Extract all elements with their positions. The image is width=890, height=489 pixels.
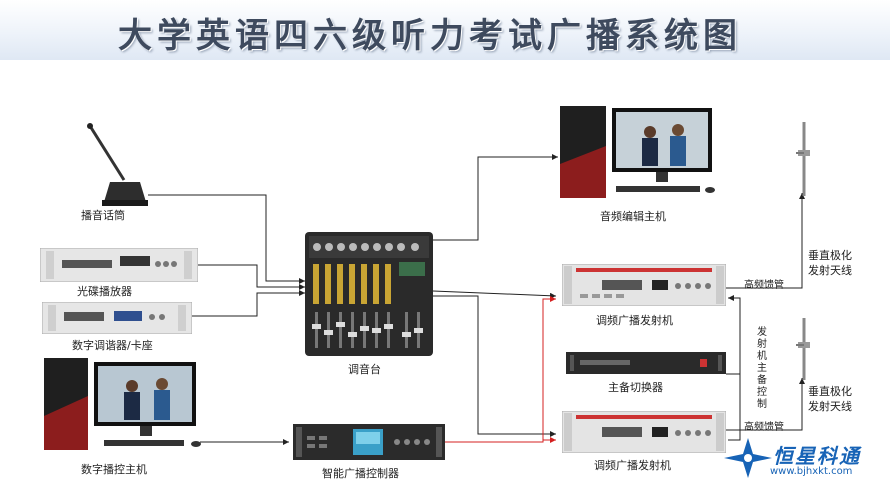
tuner-icon xyxy=(42,302,192,334)
label-fm-transmitter-bottom: 调频广播发射机 xyxy=(594,459,671,472)
wire-mic-mixer xyxy=(148,194,305,284)
label-antenna-top: 垂直极化 发射天线 xyxy=(808,249,852,277)
wire-mixer-editor xyxy=(433,154,558,241)
wire-cd-mixer xyxy=(198,264,305,290)
title-banner xyxy=(0,0,890,60)
mixer-icon xyxy=(305,232,433,356)
wire-feeder-bottom xyxy=(726,378,805,431)
antenna-top-icon xyxy=(796,122,810,196)
label-audio-editing-host: 音频编辑主机 xyxy=(600,210,666,223)
smart-controller-icon xyxy=(293,424,445,460)
wire-controller-red xyxy=(445,296,556,443)
fm-transmitter-top-icon xyxy=(562,264,726,306)
wire-switch-tx-top xyxy=(726,295,741,375)
wire-mixer-tx-bottom xyxy=(433,295,556,437)
wire-mixer-tx-top xyxy=(432,290,557,299)
label-microphone: 播音话筒 xyxy=(81,209,125,222)
antenna-bottom-icon xyxy=(796,318,810,380)
label-antenna-bottom: 垂直极化 发射天线 xyxy=(808,385,852,413)
label-cd-player: 光碟播放器 xyxy=(77,285,132,298)
control-host-computer-icon xyxy=(44,358,201,450)
star-logo-icon xyxy=(724,438,772,478)
label-fm-transmitter-top: 调频广播发射机 xyxy=(596,314,673,327)
page-title: 大学英语四六级听力考试广播系统图 xyxy=(118,16,742,56)
label-switcher: 主备切换器 xyxy=(608,381,663,394)
label-smart-controller: 智能广播控制器 xyxy=(322,467,399,480)
label-tuner: 数字调谐器/卡座 xyxy=(72,339,153,352)
logo-text: 恒星科通 xyxy=(773,444,861,468)
label-feeder-top: 高频馈管 xyxy=(744,280,784,291)
logo-url: www.bjhxkt.com xyxy=(770,466,853,477)
wire-tuner-mixer xyxy=(192,290,305,317)
cd-player-icon xyxy=(40,248,198,282)
microphone-icon xyxy=(87,123,148,206)
label-tx-control: 发射机主备控制 xyxy=(757,327,767,410)
wire-switch-tx-bottom xyxy=(728,374,741,441)
label-mixer: 调音台 xyxy=(348,363,381,376)
fm-transmitter-bottom-icon xyxy=(562,411,726,453)
wire-feeder-top xyxy=(726,193,805,289)
label-feeder-bottom: 高频馈管 xyxy=(744,422,784,433)
switcher-icon xyxy=(566,352,726,374)
audio-editing-computer-icon xyxy=(560,106,715,198)
label-control-host: 数字播控主机 xyxy=(81,463,147,476)
